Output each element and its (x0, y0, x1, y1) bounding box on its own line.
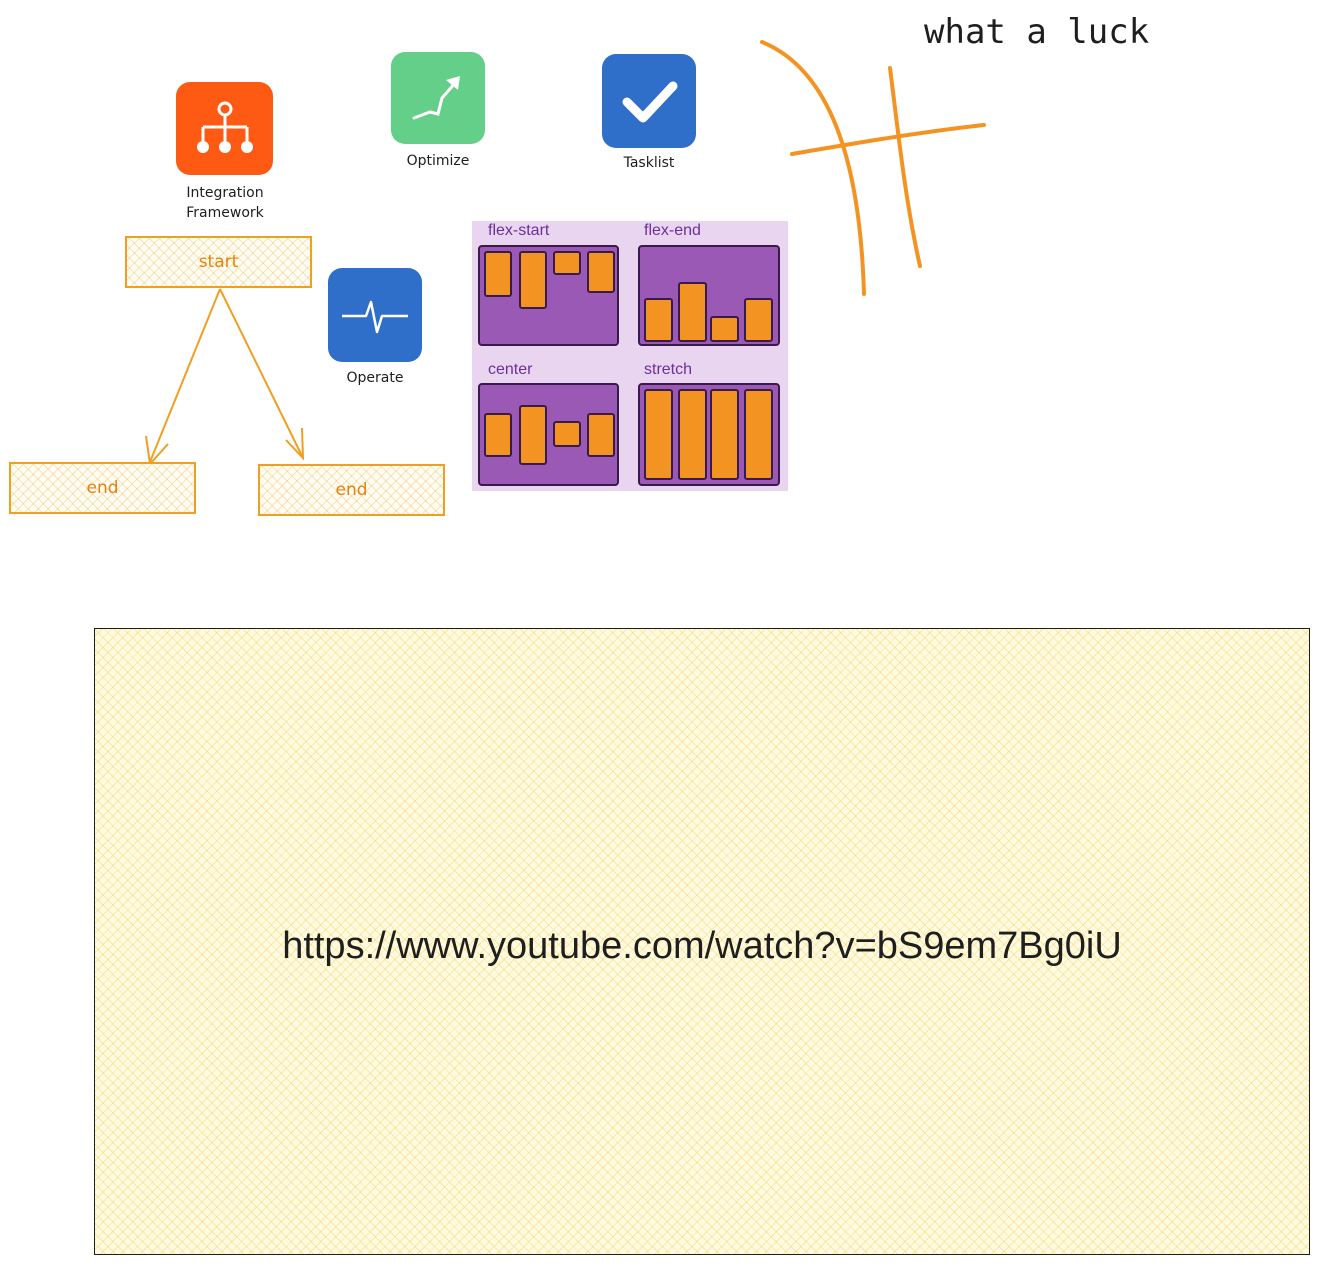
arrowhead-right (285, 427, 305, 461)
flex-item (553, 251, 581, 275)
flex-item (484, 413, 512, 457)
flex-label-flex-end: flex-end (644, 222, 701, 239)
tasklist-icon[interactable] (602, 54, 696, 148)
hash-stroke-3 (790, 123, 986, 156)
arrow-start-to-end-left (149, 288, 221, 463)
youtube-embed-frame[interactable]: https://www.youtube.com/watch?v=bS9em7Bg… (94, 628, 1310, 1255)
operate-icon[interactable] (328, 268, 422, 362)
canvas-text-what-a-luck[interactable]: what a luck (924, 12, 1150, 52)
hierarchy-icon (196, 101, 253, 153)
flex-item (519, 251, 547, 309)
flow-start-label: start (198, 252, 239, 272)
flex-item (710, 389, 739, 480)
flex-item (710, 316, 739, 342)
flex-item (744, 298, 773, 342)
flex-item (678, 389, 707, 480)
integration-label-line1: Integration (186, 185, 264, 201)
tasklist-label: Tasklist (623, 155, 675, 171)
flow-end-node-left[interactable]: end (9, 462, 196, 514)
flex-start-container (478, 245, 619, 346)
flex-item (644, 389, 673, 480)
pulse-icon (342, 300, 408, 334)
flex-end-container (638, 245, 780, 346)
flex-item (587, 251, 615, 293)
operate-label: Operate (346, 370, 404, 386)
checkmark-icon (622, 81, 678, 123)
integration-framework-label: Integration Framework (160, 183, 290, 223)
hash-stroke-1 (760, 40, 866, 296)
optimize-icon[interactable] (391, 52, 485, 144)
flex-item (644, 298, 673, 342)
flex-item (484, 251, 512, 297)
stretch-container (638, 383, 780, 486)
flex-item (553, 421, 581, 447)
flex-label-stretch: stretch (644, 361, 693, 378)
embed-url-text[interactable]: https://www.youtube.com/watch?v=bS9em7Bg… (282, 925, 1122, 967)
flow-end-left-label: end (86, 478, 119, 498)
flex-item (744, 389, 773, 480)
freehand-hash-drawing[interactable] (0, 0, 1320, 600)
flexbox-align-items-image[interactable]: flex-start flex-end center stretch (472, 221, 788, 491)
flex-label-center: center (488, 361, 533, 378)
trend-up-icon (412, 76, 460, 120)
integration-framework-icon[interactable] (176, 82, 273, 175)
flex-item (519, 405, 547, 465)
flow-end-node-right[interactable]: end (258, 464, 445, 516)
arrow-start-to-end-right (219, 288, 303, 457)
flex-label-flex-start: flex-start (488, 222, 550, 239)
flow-end-right-label: end (335, 480, 368, 500)
center-container (478, 383, 619, 486)
integration-label-line2: Framework (186, 205, 264, 221)
flow-start-node[interactable]: start (125, 236, 312, 288)
arrowhead-left (145, 435, 169, 467)
flex-item (678, 282, 707, 342)
hash-stroke-2 (888, 66, 922, 268)
flex-item (587, 413, 615, 457)
optimize-label: Optimize (406, 153, 470, 169)
